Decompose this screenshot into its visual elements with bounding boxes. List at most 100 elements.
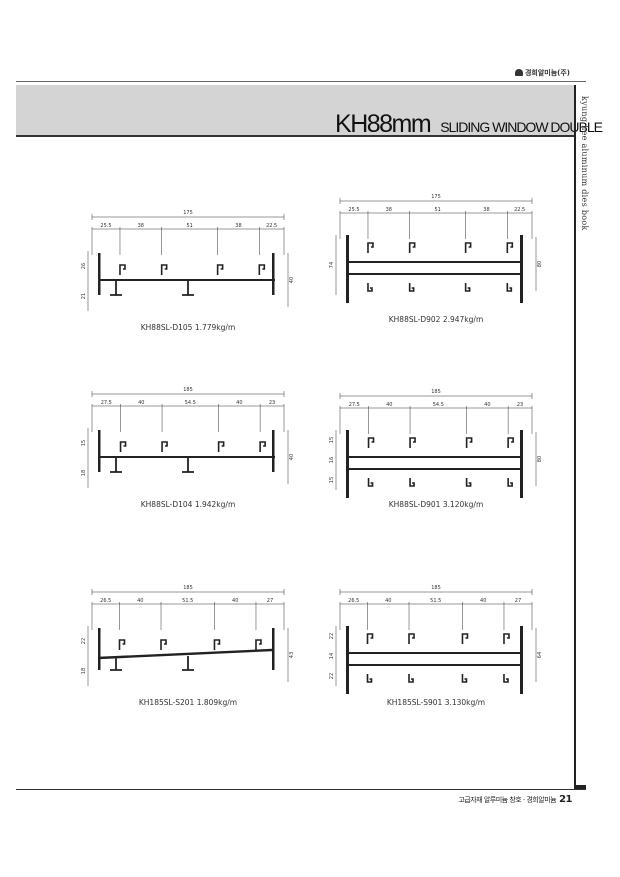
- dimension-total-label: 185: [431, 585, 441, 591]
- segment-label: 40: [386, 402, 392, 408]
- profile-rail: [346, 664, 523, 666]
- profile-left-wall: [346, 235, 349, 303]
- profile-caption: KH88SL-D902 2.947kg/m: [388, 315, 484, 324]
- profile-right-wall: [520, 626, 523, 694]
- profile-hook: [216, 264, 224, 275]
- dimension-total-label: 175: [183, 210, 193, 216]
- profile-hook: [367, 242, 374, 253]
- left-dimension-label: 15: [329, 437, 335, 443]
- profile-hook: [213, 639, 221, 650]
- segment-label: 54.5: [185, 400, 196, 406]
- left-dimension-label: 74: [329, 262, 335, 268]
- segment-label: 26.5: [100, 598, 111, 604]
- profile-hook: [367, 283, 373, 292]
- left-dimension-label: 15: [329, 477, 335, 483]
- profile-hook: [217, 441, 225, 452]
- brand-header: 경희알미늄(주): [514, 68, 570, 78]
- profile-foot: [110, 656, 122, 671]
- profile-hook: [408, 674, 414, 683]
- profile-left-wall: [98, 430, 101, 472]
- profile-hook: [367, 437, 375, 448]
- title-sub: SLIDING WINDOW DOUBLE: [440, 119, 603, 135]
- segment-label: 40: [385, 598, 391, 604]
- profile-hook: [409, 437, 416, 448]
- profile-rail: [346, 273, 523, 275]
- profile-hook: [367, 478, 374, 487]
- segment-label: 25.5: [348, 207, 359, 213]
- right-dimension-label: 43: [289, 652, 295, 658]
- title-underline: [16, 135, 574, 137]
- segment-label: 51.5: [182, 598, 193, 604]
- profile-right-wall: [272, 628, 275, 670]
- profile-rail: [346, 456, 523, 458]
- segment-label: 23: [269, 400, 275, 406]
- left-dimension-label: 22: [329, 673, 335, 679]
- profile-rail: [98, 279, 275, 281]
- profile-hook: [119, 264, 126, 275]
- segment-label: 27: [267, 598, 273, 604]
- profile-left-wall: [346, 430, 349, 498]
- segment-label: 40: [484, 402, 490, 408]
- dimension-total-label: 185: [431, 389, 441, 395]
- brand-name: 경희알미늄(주): [524, 69, 570, 77]
- profile-hook: [465, 437, 473, 448]
- right-dimension-label: 40: [289, 277, 295, 283]
- title-bar: [16, 85, 574, 135]
- dimension-total-label: 175: [431, 194, 441, 200]
- profile-hook: [464, 242, 472, 253]
- left-dimension-label: 21: [81, 293, 87, 299]
- profile-hook: [507, 437, 514, 448]
- segment-label: 40: [232, 598, 238, 604]
- profile-rail: [346, 261, 523, 263]
- right-dimension-label: 80: [537, 456, 543, 462]
- profile-hook: [119, 441, 127, 452]
- profile-left-wall: [98, 628, 101, 670]
- profile-foot: [182, 656, 194, 671]
- right-dimension-label: 64: [537, 652, 543, 658]
- profile-caption: KH185SL-S901 3.130kg/m: [386, 698, 486, 707]
- segment-label: 22.5: [266, 223, 277, 229]
- profile-foot: [110, 281, 122, 296]
- segment-label: 51.5: [430, 598, 441, 604]
- footer-rule: [16, 789, 586, 790]
- left-dimension-label: 22: [81, 638, 87, 644]
- left-dimension-label: 14: [329, 653, 335, 659]
- profile-caption: KH88SL-D901 3.120kg/m: [388, 500, 484, 509]
- profile-hook: [461, 633, 469, 644]
- profile-right-wall: [520, 235, 523, 303]
- profile-caption: KH88SL-D104 1.942kg/m: [140, 500, 236, 509]
- side-rule: [574, 85, 576, 790]
- profile-hook: [408, 242, 416, 253]
- side-tab: [574, 785, 586, 789]
- profile-rail: [97, 648, 273, 660]
- footer-text: 고급자재 알루미늄 창호 · 경희알미늄: [458, 796, 557, 804]
- segment-label: 38: [483, 207, 489, 213]
- segment-label: 38: [235, 223, 241, 229]
- segment-label: 40: [138, 400, 144, 406]
- profile-hook: [409, 478, 415, 487]
- dimension-total-label: 185: [183, 585, 193, 591]
- left-dimension-label: 15: [81, 440, 87, 446]
- side-label: kyung hee aluminum dies book: [580, 96, 589, 231]
- segment-label: 22.5: [514, 207, 525, 213]
- segment-label: 27: [515, 598, 521, 604]
- profile-left-wall: [346, 626, 349, 694]
- page-number: 21: [559, 794, 572, 805]
- dimension-total-label: 185: [183, 387, 193, 393]
- profile-right-wall: [520, 430, 523, 498]
- profile-hook: [465, 478, 472, 487]
- profile-caption: KH185SL-S201 1.809kg/m: [138, 698, 238, 707]
- profile-hook: [258, 264, 266, 275]
- profile-caption: KH88SL-D105 1.779kg/m: [140, 323, 236, 332]
- profile-hook: [366, 674, 373, 683]
- segment-label: 26.5: [348, 598, 359, 604]
- profile-hook: [507, 478, 513, 487]
